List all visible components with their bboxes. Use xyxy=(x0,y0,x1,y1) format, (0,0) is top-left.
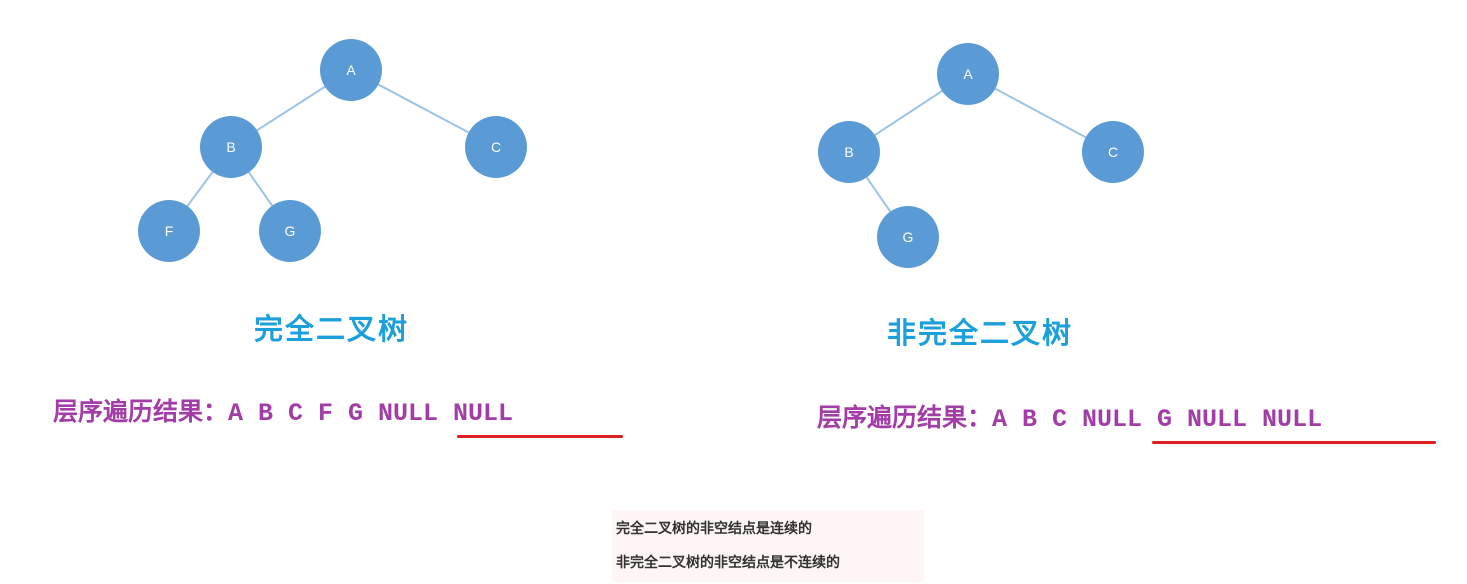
note-line-complete: 完全二叉树的非空结点是连续的 xyxy=(616,521,812,537)
left-traversal-sequence: A B C F G NULL NULL xyxy=(228,399,514,428)
right-traversal-sequence: A B C NULL G NULL NULL xyxy=(992,405,1323,434)
left-node-label-b: B xyxy=(226,139,235,155)
right-null-underline xyxy=(1152,441,1436,444)
right-node-g xyxy=(877,206,939,268)
left-node-label-c: C xyxy=(491,139,501,155)
left-node-g xyxy=(259,200,321,262)
right-tree-title: 非完全二叉树 xyxy=(887,316,1074,350)
right-traversal-prefix: 层序遍历结果： xyxy=(817,403,993,432)
left-node-label-g: G xyxy=(285,223,296,239)
left-traversal-prefix: 层序遍历结果： xyxy=(53,397,229,426)
left-node-f xyxy=(138,200,200,262)
note-line-incomplete: 非完全二叉树的非空结点是不连续的 xyxy=(616,555,840,571)
right-node-b xyxy=(818,121,880,183)
left-tree-title: 完全二叉树 xyxy=(254,312,410,346)
right-node-label-g: G xyxy=(903,229,914,245)
right-traversal-result: 层序遍历结果：A B C NULL G NULL NULL xyxy=(817,398,1322,434)
left-traversal-result: 层序遍历结果：A B C F G NULL NULL xyxy=(53,392,513,428)
complete-binary-tree: A B C F G xyxy=(138,39,527,262)
right-node-c xyxy=(1082,121,1144,183)
right-node-label-b: B xyxy=(844,144,853,160)
right-node-label-c: C xyxy=(1108,144,1118,160)
incomplete-binary-tree: A B C G xyxy=(818,43,1144,268)
left-null-underline xyxy=(457,435,623,438)
left-node-c xyxy=(465,116,527,178)
note-box: 完全二叉树的非空结点是连续的 非完全二叉树的非空结点是不连续的 xyxy=(612,510,924,582)
left-node-label-a: A xyxy=(346,62,356,78)
right-node-a xyxy=(937,43,999,105)
right-node-label-a: A xyxy=(963,66,973,82)
left-node-b xyxy=(200,116,262,178)
left-node-a xyxy=(320,39,382,101)
left-node-label-f: F xyxy=(165,223,174,239)
